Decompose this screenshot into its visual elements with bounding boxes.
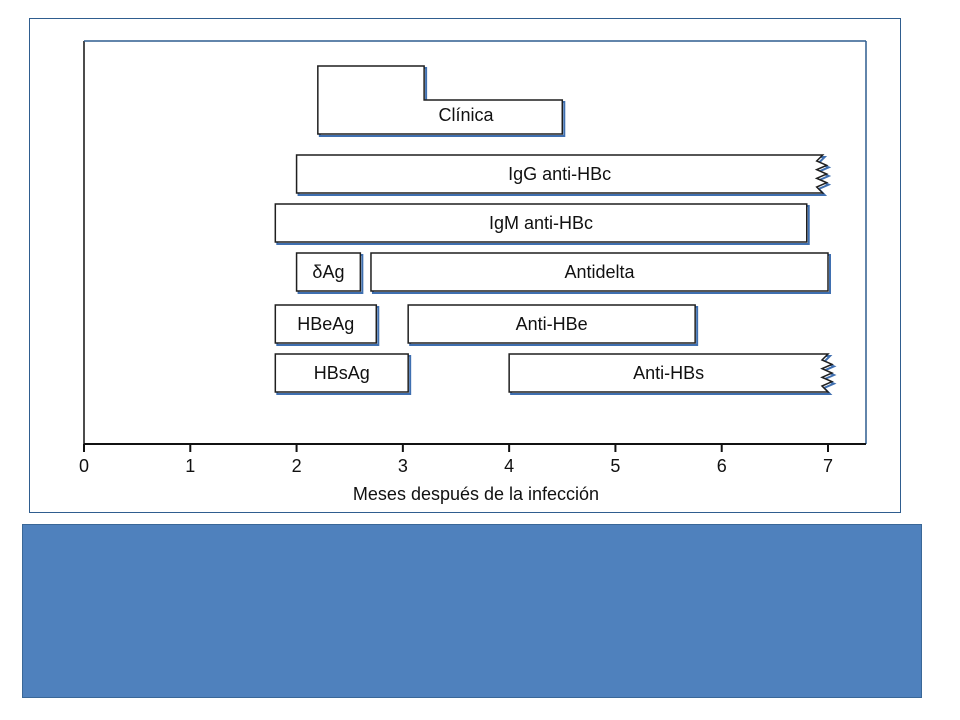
x-tick-label: 1 xyxy=(185,456,195,476)
x-tick-label: 6 xyxy=(717,456,727,476)
bar-label: HBeAg xyxy=(297,314,354,334)
x-tick-label: 3 xyxy=(398,456,408,476)
x-axis-label: Meses después de la infección xyxy=(353,484,599,504)
x-tick-label: 2 xyxy=(292,456,302,476)
bar-label: HBsAg xyxy=(314,363,370,383)
x-tick-label: 0 xyxy=(79,456,89,476)
bar-label: IgM anti-HBc xyxy=(489,213,593,233)
bar xyxy=(295,252,362,292)
bar-label: Clínica xyxy=(439,105,495,125)
bar xyxy=(370,252,829,292)
x-tick-label: 4 xyxy=(504,456,514,476)
bar xyxy=(274,203,808,243)
bar xyxy=(274,304,378,344)
bar-label: Anti-HBe xyxy=(516,314,588,334)
bar xyxy=(295,154,829,194)
x-tick-label: 7 xyxy=(823,456,833,476)
bar-label: Anti-HBs xyxy=(633,363,704,383)
bar xyxy=(508,353,834,393)
axis: 0 1 2 3 4 5 6 7 xyxy=(79,40,867,476)
footer-panel xyxy=(22,524,922,698)
bar xyxy=(407,304,696,344)
bar-label: δAg xyxy=(312,262,344,282)
bar xyxy=(274,353,409,393)
bar-shadow xyxy=(318,67,566,137)
bar-label: IgG anti-HBc xyxy=(508,164,611,184)
bar-label: Antidelta xyxy=(564,262,635,282)
bar xyxy=(317,65,564,135)
x-tick-label: 5 xyxy=(610,456,620,476)
